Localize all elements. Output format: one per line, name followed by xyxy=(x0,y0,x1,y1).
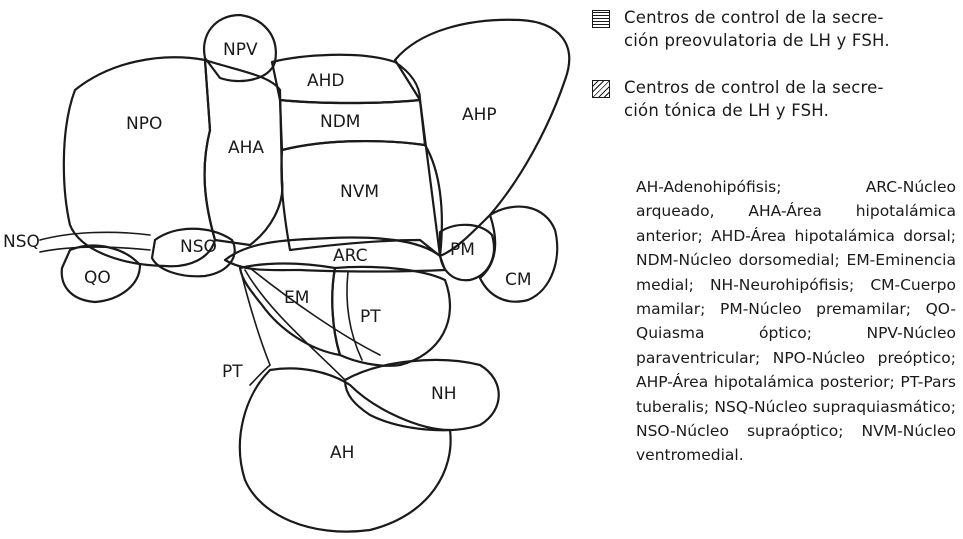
nso-region xyxy=(150,227,236,278)
label-nsq: NSQ xyxy=(3,232,40,252)
label-aha: AHA xyxy=(228,138,264,158)
aha-region xyxy=(203,58,284,247)
legend-tonic-text: Centros de control de la secre- ción tón… xyxy=(624,76,963,122)
cm-region xyxy=(478,205,559,303)
label-ahd: AHD xyxy=(307,71,345,91)
legend-tonic-line1: Centros de control de la secre- xyxy=(624,78,884,97)
label-em: EM xyxy=(284,288,309,308)
label-ah: AH xyxy=(330,443,354,463)
label-pt-outer: PT xyxy=(222,362,243,382)
label-arc: ARC xyxy=(333,246,367,266)
nh-region xyxy=(343,358,500,432)
legend-preovulatory-line1: Centros de control de la secre- xyxy=(624,8,884,27)
ahd-region xyxy=(270,53,422,105)
legend-tonic-line2: ción tónica de LH y FSH. xyxy=(624,101,830,120)
label-cm: CM xyxy=(505,270,532,290)
hypothalamus-diagram: NPV AHD AHP NPO NDM AHA NVM NSQ NSO ARC … xyxy=(3,13,571,533)
horizontal-hatch-swatch-icon xyxy=(592,10,610,28)
label-nso: NSO xyxy=(180,237,217,257)
label-qo: QO xyxy=(84,268,111,288)
pt-inner-region xyxy=(331,265,452,367)
diagonal-hatch-swatch-icon xyxy=(592,80,610,98)
abbreviations-text: AH-Adenohipófisis; ARC-Núcleo arqueado, … xyxy=(636,178,956,465)
label-ndm: NDM xyxy=(320,112,360,132)
ahp-region xyxy=(393,18,571,258)
label-pm: PM xyxy=(450,240,475,260)
label-pt-inner: PT xyxy=(360,307,381,327)
label-nvm: NVM xyxy=(340,182,379,202)
em-region xyxy=(238,262,342,357)
legend-preovulatory-line2: ción preovulatoria de LH y FSH. xyxy=(624,31,890,50)
npo-region xyxy=(62,56,217,268)
label-ahp: AHP xyxy=(462,105,497,125)
label-npo: NPO xyxy=(126,114,162,134)
label-npv: NPV xyxy=(223,40,258,60)
legend-preovulatory-text: Centros de control de la secre- ción pre… xyxy=(624,6,963,52)
npv-region xyxy=(202,13,277,83)
ah-region xyxy=(238,367,452,533)
label-nh: NH xyxy=(431,384,457,404)
